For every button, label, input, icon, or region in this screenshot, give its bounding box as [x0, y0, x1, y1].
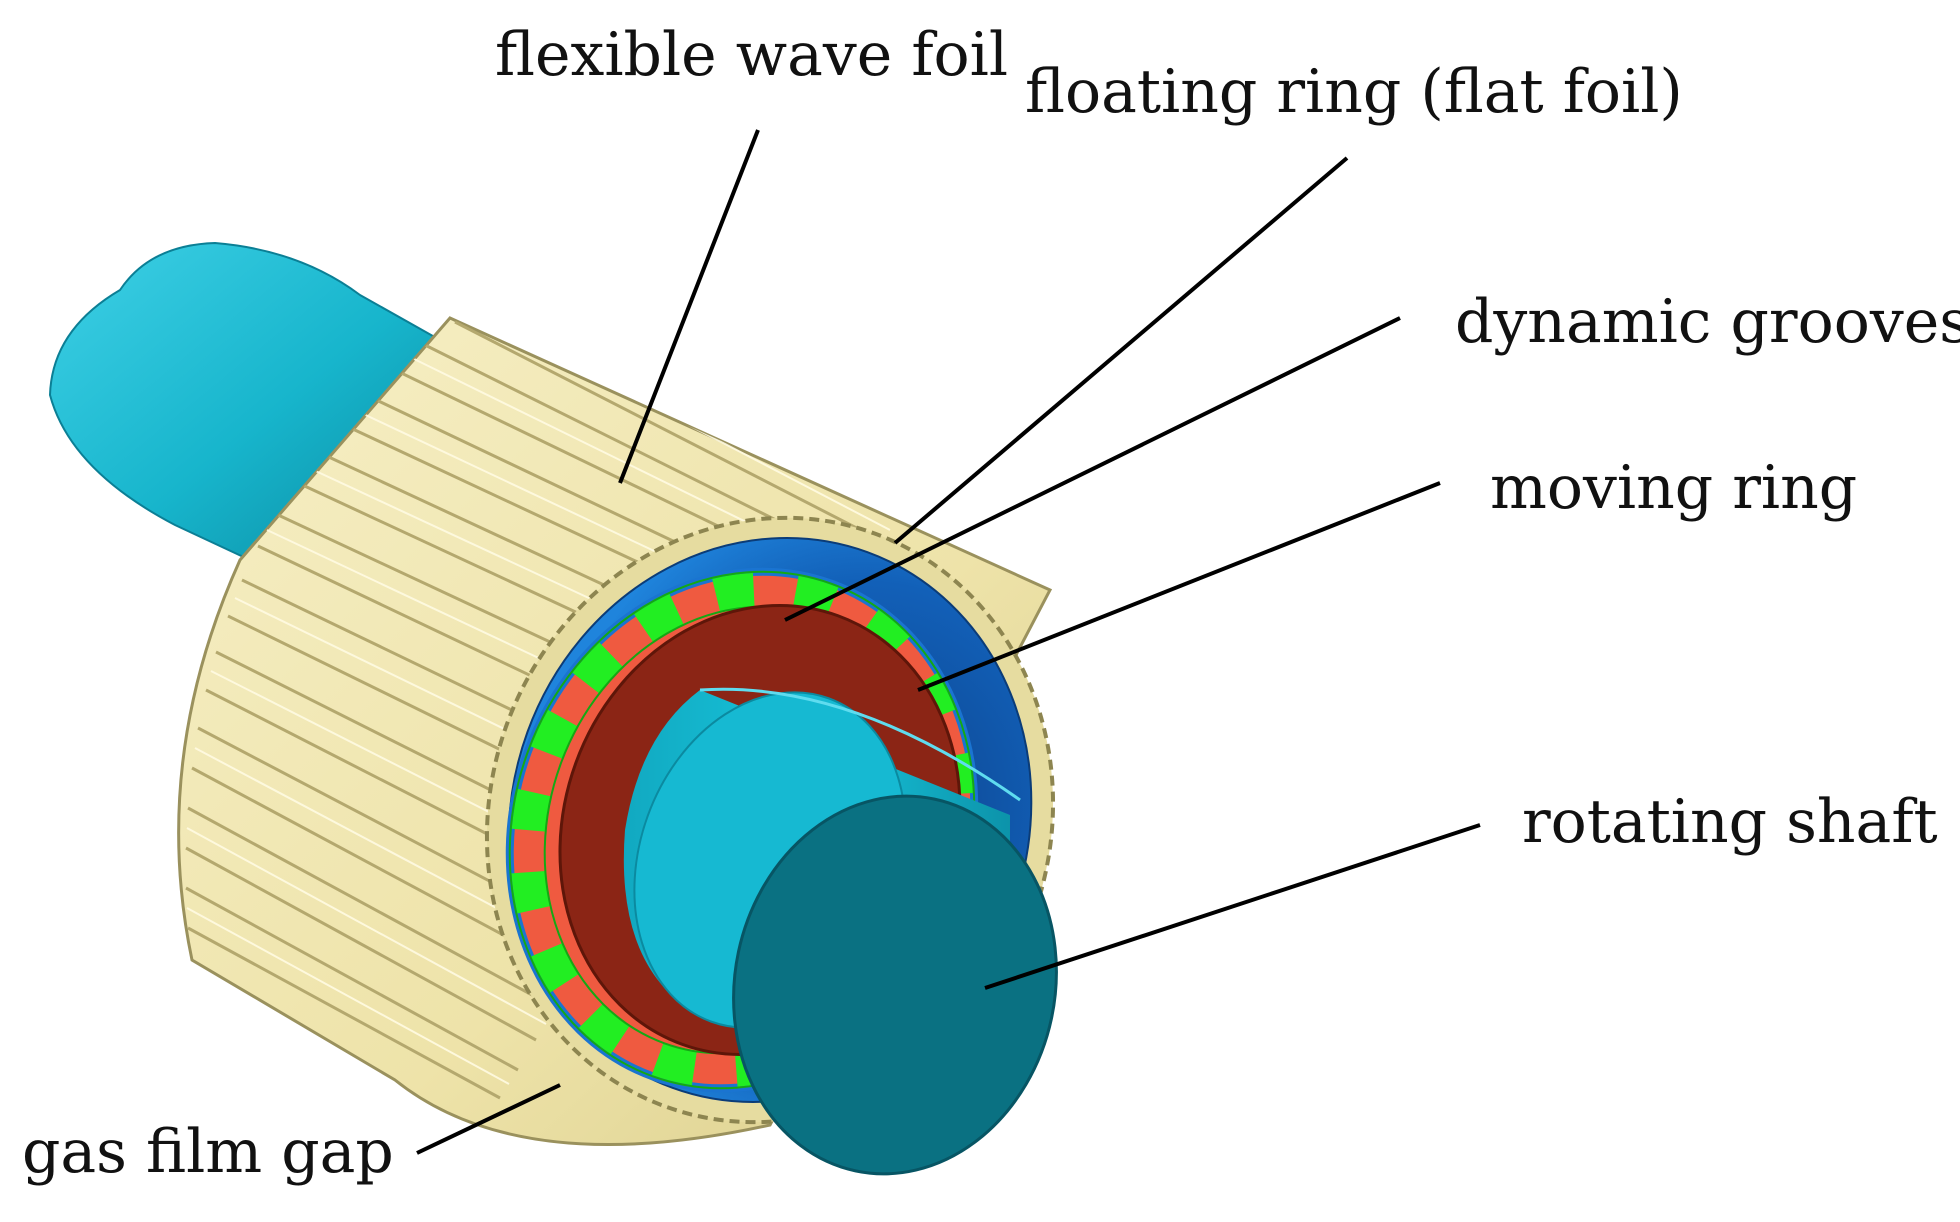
- shaft-end-face: [732, 794, 1058, 1176]
- label-flexible-wave-foil: flexible wave foil: [495, 20, 1008, 90]
- leader-gas-film-gap: [416, 1083, 561, 1155]
- leader-dynamic-grooves: [784, 316, 1401, 622]
- leader-rotating-shaft: [984, 823, 1481, 990]
- label-moving-ring: moving ring: [1490, 453, 1857, 523]
- label-dynamic-grooves: dynamic grooves: [1455, 287, 1960, 357]
- leader-floating-ring: [893, 156, 1349, 545]
- leader-moving-ring: [917, 481, 1441, 692]
- label-gas-film-gap: gas film gap: [22, 1117, 394, 1187]
- front-shaft: [623, 687, 1058, 1176]
- label-floating-ring: floating ring (flat foil): [1025, 57, 1683, 127]
- callout-labels: flexible wave foil floating ring (flat f…: [22, 20, 1960, 1187]
- rear-shaft: [48, 241, 442, 562]
- leader-flexible-wave-foil: [618, 129, 760, 484]
- label-rotating-shaft: rotating shaft: [1522, 787, 1938, 857]
- leader-lines: [416, 129, 1481, 1155]
